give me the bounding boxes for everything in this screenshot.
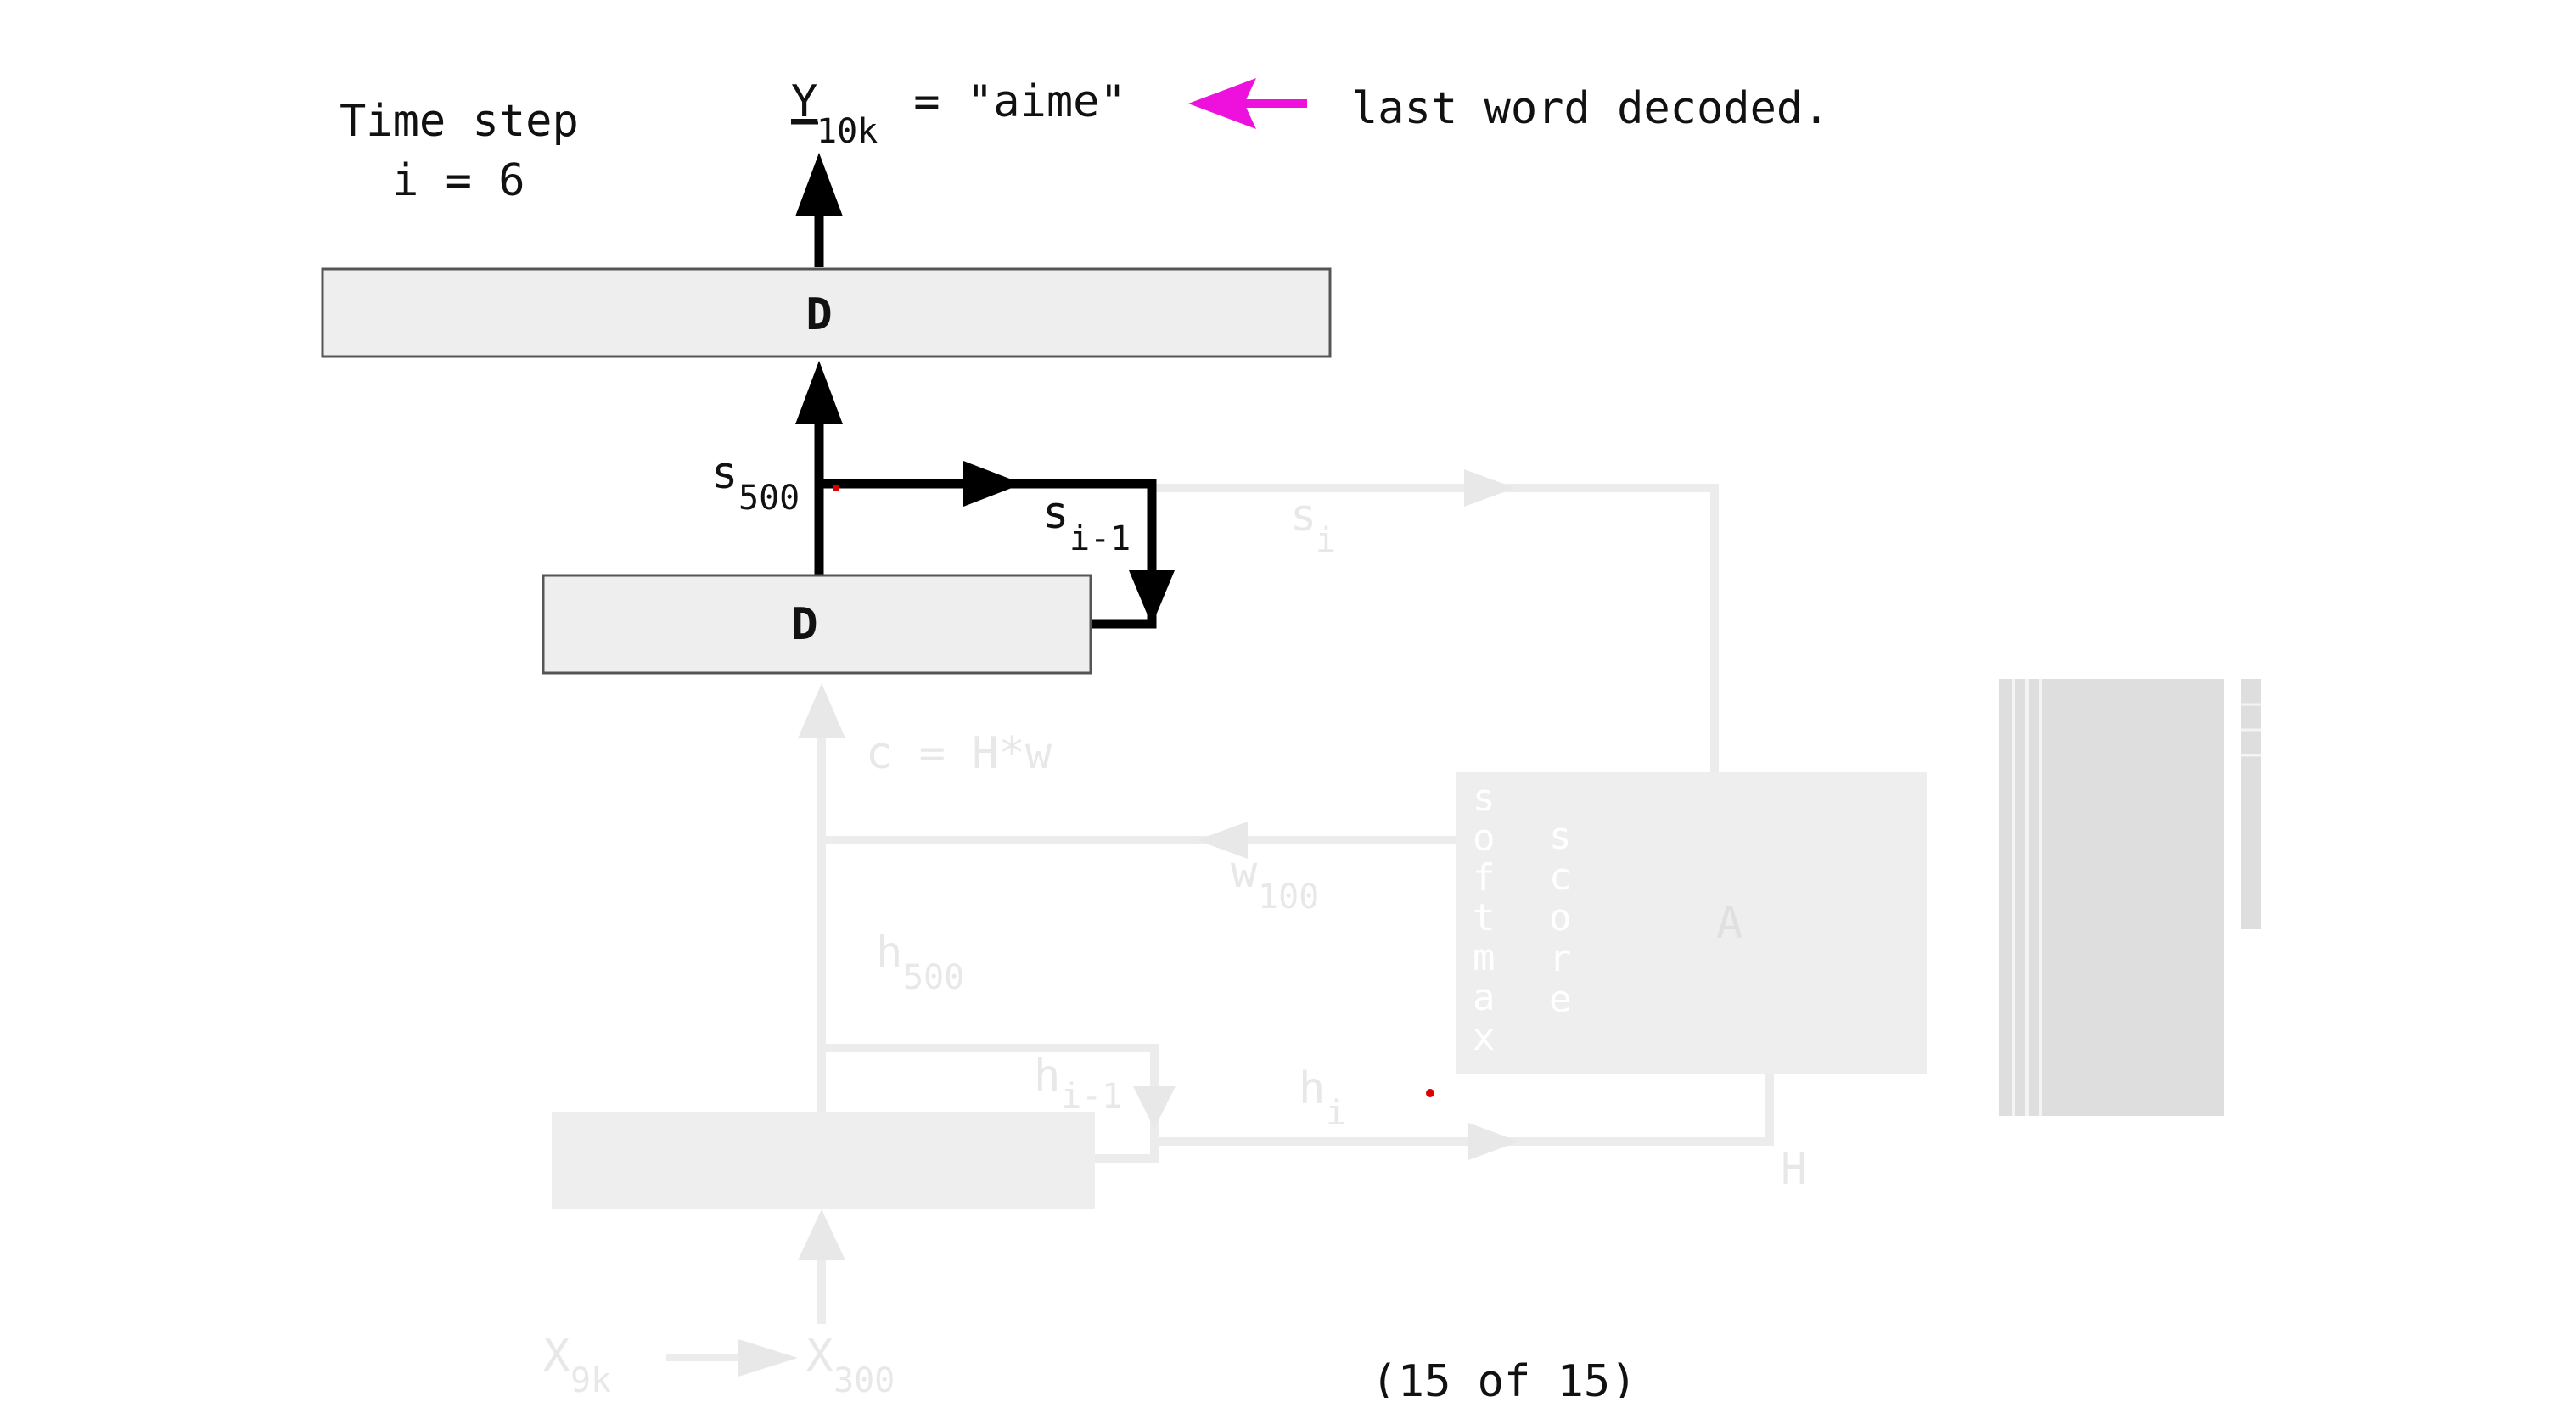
encoder-box — [552, 1112, 1095, 1209]
context-formula: c = H*w — [866, 728, 1052, 779]
output-value: = "aime" — [887, 76, 1126, 127]
output-dense-box — [321, 267, 1332, 358]
softmax-letter: x — [1473, 1016, 1496, 1059]
w-subscript: 100 — [1258, 878, 1319, 917]
state-label: s — [711, 448, 738, 499]
w-label: w — [1231, 847, 1258, 898]
score-letter: c — [1549, 855, 1572, 899]
context-arrow-head — [798, 683, 845, 738]
encoder-recurrent-arrow-head — [1133, 1086, 1176, 1129]
annotation-text: last word decoded. — [1351, 83, 1830, 134]
h-500-subscript: 500 — [903, 958, 964, 997]
output-arrow-head — [795, 153, 843, 216]
recurrent-down-arrow-head — [1129, 570, 1175, 625]
softmax-letter: o — [1473, 816, 1496, 860]
active-decoder-path: Time step i = 6 Y 10k = "aime" last word… — [321, 76, 1830, 1097]
softmax-letter: t — [1473, 896, 1496, 939]
attention-label: A — [1716, 898, 1743, 949]
score-letter: e — [1549, 978, 1572, 1021]
prev-state-subscript: i-1 — [1069, 519, 1131, 558]
s-i-line — [1150, 484, 1719, 772]
embedding-arrow-head — [738, 1339, 798, 1377]
state-subscript: 500 — [738, 479, 800, 518]
output-subscript: 10k — [817, 112, 878, 151]
s-i-arrow-head — [1464, 469, 1515, 507]
h-500-label: h — [876, 928, 902, 979]
h-i-subscript: i — [1326, 1094, 1346, 1133]
time-step-line2: i = 6 — [392, 155, 525, 206]
h-i-label: h — [1299, 1063, 1325, 1114]
x-embedded-label: X — [806, 1331, 833, 1382]
h-i-line — [1154, 1074, 1774, 1146]
x-input-subscript: 9k — [570, 1361, 611, 1398]
weights-arrow-head — [1197, 822, 1248, 859]
state-up-arrow-head — [795, 361, 843, 424]
softmax-letter: m — [1473, 936, 1496, 979]
h-i-arrow-head — [1468, 1123, 1519, 1160]
h-prev-label: h — [1034, 1051, 1060, 1102]
page-indicator: (15 of 15) — [1371, 1356, 1636, 1398]
prev-state-label: s — [1042, 488, 1069, 539]
decoder-rnn-box — [542, 574, 1092, 675]
x-embedded-subscript: 300 — [833, 1361, 895, 1398]
hidden-state-matrix — [1999, 679, 2224, 1116]
weight-vector-bar — [2241, 679, 2261, 929]
marker-dot — [833, 485, 839, 491]
x-input-label: X — [543, 1331, 570, 1382]
faded-encoder-attention-graph: X 9k X 300 h i-1 h 500 c = H*w h i H w 1… — [543, 469, 2261, 1400]
H-matrix-label: H — [1781, 1144, 1807, 1195]
decoder-rnn-label: D — [791, 599, 817, 650]
score-letter: o — [1549, 896, 1572, 939]
s-i-subscript: i — [1316, 521, 1336, 560]
score-letter: r — [1549, 937, 1572, 980]
annotation-arrow-head — [1188, 78, 1256, 129]
input-arrow-head — [798, 1209, 845, 1260]
output-dense-label: D — [805, 289, 832, 340]
output-symbol: Y — [791, 76, 817, 127]
score-letter: s — [1549, 815, 1572, 858]
marker-dot — [1426, 1089, 1434, 1097]
h-prev-subscript: i-1 — [1061, 1077, 1122, 1116]
s-i-label: s — [1290, 491, 1316, 541]
time-step-line1: Time step — [340, 96, 579, 147]
softmax-letter: f — [1473, 856, 1496, 900]
softmax-letter: a — [1473, 976, 1496, 1019]
recurrent-forward-arrow-head — [963, 461, 1023, 507]
softmax-letter: s — [1473, 777, 1496, 820]
attention-box — [1456, 772, 1927, 1074]
